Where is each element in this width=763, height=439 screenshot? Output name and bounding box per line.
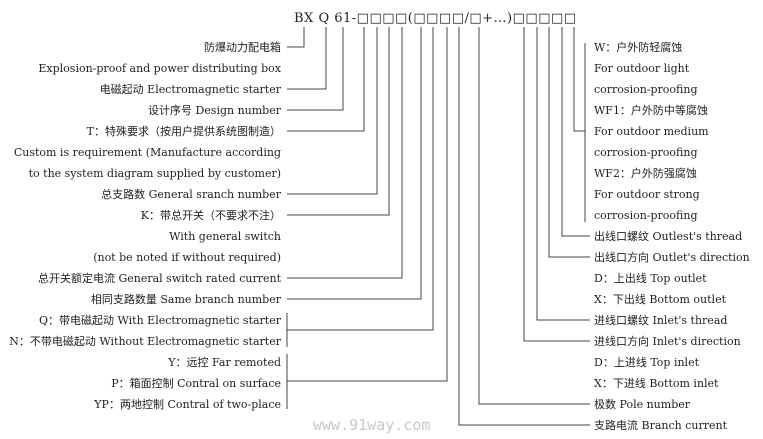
label-wf1-cn: WF1：户外防中等腐蚀 [594,103,708,117]
label-explosion-proof-en: Explosion-proof and power distributing b… [38,62,281,75]
label-electromagnetic-starter: 电磁起动 Electromagnetic starter [100,83,282,96]
right-labels: W：户外防轻腐蚀 For outdoor light corrosion-pro… [594,40,750,432]
label-custom-requirement-cn: T：特殊要求（按用户提供系统图制造） [87,124,281,138]
label-wf1-en2: corrosion-proofing [594,146,698,159]
label-inlet-direction: 进线口方向 Inlet's direction [594,334,741,348]
label-far-remoted: Y：远控 Far remoted [167,355,281,369]
label-top-inlet: D：上进线 Top inlet [594,355,700,369]
label-outlet-thread: 出线口螺纹 Outlest's thread [594,229,742,243]
label-control-on-surface: P：箱面控制 Contral on surface [111,376,281,390]
label-with-starter: Q：带电磁起动 With Electromagnetic starter [39,314,282,327]
watermark: www.91way.com [313,416,430,434]
label-general-switch-en1: With general switch [169,230,281,243]
label-same-branch-number: 相同支路数量 Same branch number [91,293,282,306]
label-inlet-thread: 进线口螺纹 Inlet's thread [594,313,727,327]
label-two-place-control: YP：两地控制 Contral of two-place [93,397,281,411]
label-general-switch-en2: (not be noted if without required) [93,251,281,264]
connector-lines [286,27,590,426]
label-bottom-outlet: X：下出线 Bottom outlet [594,292,727,306]
label-w-cn: W：户外防轻腐蚀 [594,40,682,54]
label-pole-number: 极数 Pole number [594,397,691,411]
label-custom-requirement-en2: to the system diagram supplied by custom… [29,167,281,180]
label-wf2-cn: WF2：户外防强腐蚀 [594,166,697,180]
label-bottom-inlet: X：下进线 Bottom inlet [594,376,719,390]
label-switch-rated-current: 总开关额定电流 General switch rated current [38,271,282,285]
left-labels: 防爆动力配电箱 Explosion-proof and power distri… [9,40,281,411]
label-wf2-en1: For outdoor strong [594,188,700,201]
label-wf2-en2: corrosion-proofing [594,209,698,222]
label-design-number: 设计序号 Design number [148,103,282,117]
model-code: BX Q 61-□□□□(□□□□/□+…)□□□□□ [294,11,577,26]
label-top-outlet: D：上出线 Top outlet [594,271,707,285]
label-general-branch-number: 总支路数 General sranch number [101,187,282,201]
label-explosion-proof-cn: 防爆动力配电箱 [204,40,281,54]
label-general-switch-cn: K：带总开关（不要求不注） [141,208,281,222]
label-w-en1: For outdoor light [594,62,690,75]
label-without-starter: N：不带电磁起动 Without Electromagnetic starter [9,335,281,348]
label-custom-requirement-en1: Custom is requirement (Manufacture accor… [14,146,281,159]
label-branch-current: 支路电流 Branch current [594,418,728,432]
label-wf1-en1: For outdoor medium [594,125,709,138]
label-w-en2: corrosion-proofing [594,83,698,96]
label-outlet-direction: 出线口方向 Outlet's direction [594,250,750,264]
